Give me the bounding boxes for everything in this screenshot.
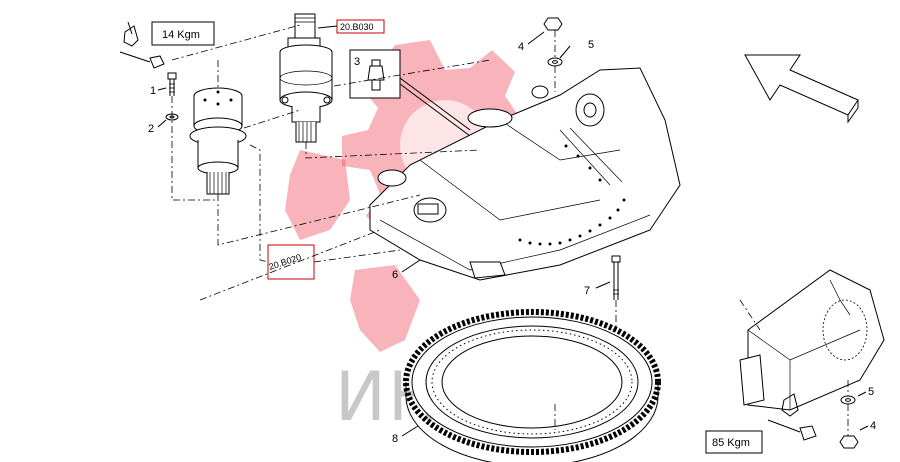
direction-arrow bbox=[744, 54, 859, 124]
bolt-7-upper bbox=[611, 255, 621, 300]
washer-5-bottom bbox=[840, 395, 856, 405]
torque-wrench-top: 14 Kgm bbox=[119, 21, 215, 69]
main-frame-6 bbox=[369, 67, 681, 281]
callout-5-top: 5 bbox=[588, 39, 594, 51]
nut-4-bottom bbox=[839, 435, 859, 449]
callout-1: 1 bbox=[150, 85, 156, 97]
callout-7-upper: 7 bbox=[584, 285, 590, 297]
torque-label-top: 14 Kgm bbox=[162, 29, 200, 41]
frame-bolt-holes bbox=[518, 144, 626, 246]
callout-5-bottom: 5 bbox=[868, 386, 874, 398]
torque-wrench-bottom: 85 Kgm bbox=[705, 393, 817, 454]
torque-label-bottom: 85 Kgm bbox=[712, 437, 750, 449]
slewing-ring-8 bbox=[403, 309, 661, 462]
nut-4-top bbox=[543, 17, 563, 31]
bolt-1 bbox=[167, 72, 177, 96]
callout-4-top: 4 bbox=[518, 41, 524, 53]
callout-8: 8 bbox=[392, 433, 398, 445]
washer-5-top bbox=[547, 57, 563, 67]
ref-label-20b030: 20.B030 bbox=[340, 22, 374, 32]
callout-6: 6 bbox=[392, 269, 398, 281]
detail-box-3: 3 bbox=[349, 49, 401, 99]
swing-motor-assembly bbox=[279, 13, 333, 143]
frame-detail-inset bbox=[739, 269, 885, 411]
callout-4-bottom: 4 bbox=[870, 420, 876, 432]
callout-2: 2 bbox=[148, 123, 154, 135]
assembly-lines bbox=[171, 24, 849, 436]
detail-label: 3 bbox=[354, 56, 360, 68]
gearbox-left bbox=[189, 87, 247, 195]
